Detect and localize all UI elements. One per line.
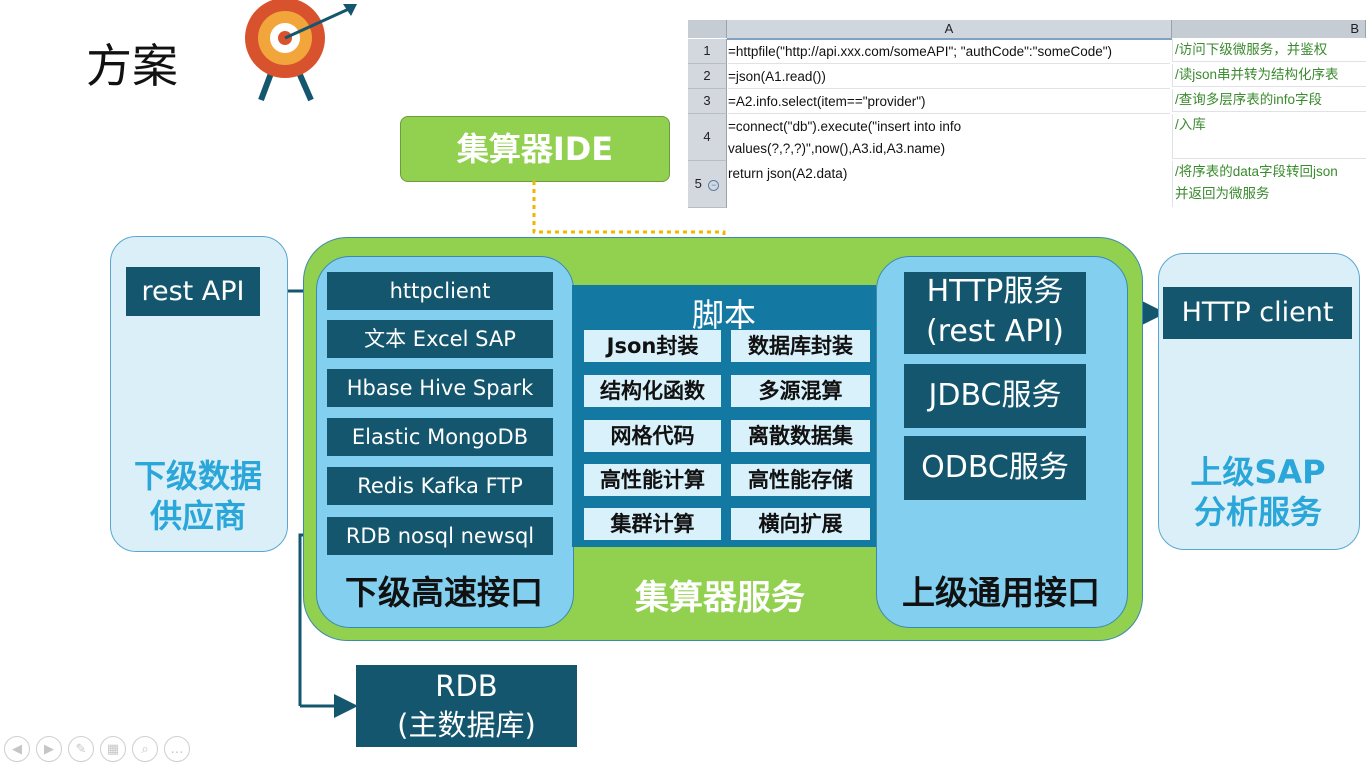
script-title: 脚本: [691, 296, 756, 334]
script-item: 结构化函数: [584, 375, 721, 407]
script-item: 高性能计算: [584, 464, 721, 496]
upper-sap-title: 上级SAP 分析服务: [1158, 452, 1358, 532]
target-icon: [245, 0, 357, 102]
script-item: 高性能存储: [731, 464, 870, 496]
esproc-service-label: 集算器服务: [635, 578, 805, 618]
lower-supplier-title-line1: 下级数据: [133, 457, 262, 495]
row-number[interactable]: 3: [688, 89, 727, 114]
http-client-box: HTTP client: [1163, 287, 1352, 339]
pen-icon[interactable]: ✎: [68, 736, 94, 762]
jdbc-service-box: JDBC服务: [904, 364, 1086, 428]
lower-supplier-title: 下级数据 供应商: [110, 456, 286, 536]
script-panel: [572, 285, 876, 547]
rdb-line1: RDB: [435, 669, 498, 703]
row-number[interactable]: 5 −: [688, 161, 727, 208]
cell-b3[interactable]: /查询多层序表的info字段: [1172, 89, 1366, 112]
lower-supplier-title-line2: 供应商: [149, 497, 246, 535]
odbc-service-box: ODBC服务: [904, 436, 1086, 500]
row-number[interactable]: 2: [688, 64, 727, 89]
cell-b5-line1: /将序表的data字段转回json: [1175, 164, 1338, 179]
code-spreadsheet: A B 1 =httpfile("http://api.xxx.com/some…: [688, 20, 1366, 208]
script-item: 横向扩展: [731, 508, 870, 540]
row-number-text: 5: [694, 176, 702, 191]
upper-sap-title-line1: 上级SAP: [1190, 453, 1326, 491]
lower-interface-item: Redis Kafka FTP: [327, 467, 553, 505]
script-item: 数据库封装: [731, 330, 870, 362]
http-service-line2: (rest API): [926, 314, 1064, 349]
cell-a4[interactable]: =connect("db").execute("insert into info…: [728, 114, 1170, 160]
collapse-icon[interactable]: −: [708, 180, 720, 191]
script-item: 多源混算: [731, 375, 870, 407]
lower-interface-item: Hbase Hive Spark: [327, 369, 553, 407]
cell-b2[interactable]: /读json串并转为结构化序表: [1172, 64, 1366, 87]
script-item: 集群计算: [584, 508, 721, 540]
rdb-master-box: RDB (主数据库): [356, 665, 577, 747]
http-service-line1: HTTP服务: [926, 274, 1064, 309]
upper-sap-title-line2: 分析服务: [1193, 493, 1322, 531]
cell-a1[interactable]: =httpfile("http://api.xxx.com/someAPI"; …: [728, 39, 1170, 64]
rdb-line2: (主数据库): [397, 708, 536, 742]
previous-slide-icon[interactable]: ◀: [4, 736, 30, 762]
script-item: 网格代码: [584, 420, 721, 452]
column-header-a[interactable]: A: [727, 20, 1172, 40]
more-options-icon[interactable]: …: [164, 736, 190, 762]
slide-toolbar: ◀ ▶ ✎ ▦ ⌕ …: [4, 736, 190, 762]
rest-api-box: rest API: [126, 267, 260, 316]
cell-b5-line2: 并返回为微服务: [1175, 186, 1270, 201]
cell-b4[interactable]: /入库: [1172, 114, 1366, 159]
cell-a5[interactable]: return json(A2.data): [728, 166, 848, 181]
lower-interface-item: RDB nosql newsql: [327, 517, 553, 555]
lower-interface-item: Elastic MongoDB: [327, 418, 553, 456]
slides-grid-icon[interactable]: ▦: [100, 736, 126, 762]
lower-interface-item: httpclient: [327, 272, 553, 310]
row-number[interactable]: 1: [688, 39, 727, 64]
cell-a4-line1: =connect("db").execute("insert into info: [728, 119, 962, 134]
script-item: 离散数据集: [731, 420, 870, 452]
next-slide-icon[interactable]: ▶: [36, 736, 62, 762]
script-item: Json封装: [584, 330, 721, 362]
lower-interface-label: 下级高速接口: [345, 573, 543, 612]
ide-box: 集算器IDE: [400, 116, 670, 182]
http-service-box: HTTP服务 (rest API): [904, 272, 1086, 354]
cell-b1[interactable]: /访问下级微服务，并鉴权: [1172, 39, 1366, 62]
lower-interface-item: 文本 Excel SAP: [327, 320, 553, 358]
row-number[interactable]: 4: [688, 114, 727, 161]
slide-title: 方案: [86, 39, 178, 93]
cell-a3[interactable]: =A2.info.select(item=="provider"): [728, 89, 1170, 114]
cell-a4-line2: values(?,?,?)",now(),A3.id,A3.name): [728, 141, 946, 156]
zoom-icon[interactable]: ⌕: [132, 736, 158, 762]
corner-header[interactable]: [688, 20, 727, 38]
cell-b5[interactable]: /将序表的data字段转回json 并返回为微服务: [1172, 161, 1366, 207]
upper-interface-label: 上级通用接口: [902, 573, 1100, 612]
cell-a2[interactable]: =json(A1.read()): [728, 64, 1170, 89]
